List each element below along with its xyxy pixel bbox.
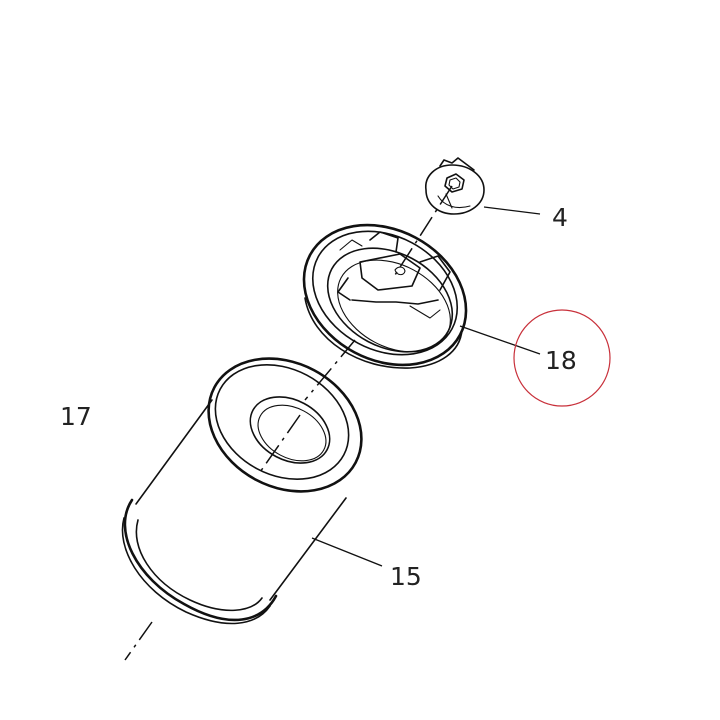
leader-15 [311, 537, 383, 567]
part-4-cap-nut [425, 157, 485, 215]
callout-4: 4 [552, 203, 568, 232]
part-15-filter-element [121, 357, 363, 625]
callout-17: 17 [60, 402, 92, 431]
part-18-seal-ring [302, 223, 468, 369]
leader-4 [483, 206, 541, 215]
leader-lines [311, 206, 541, 567]
leader-18 [459, 325, 541, 355]
callout-18[interactable]: 18 [545, 346, 577, 375]
callout-15: 15 [390, 562, 422, 591]
highlight-circle [513, 309, 611, 407]
